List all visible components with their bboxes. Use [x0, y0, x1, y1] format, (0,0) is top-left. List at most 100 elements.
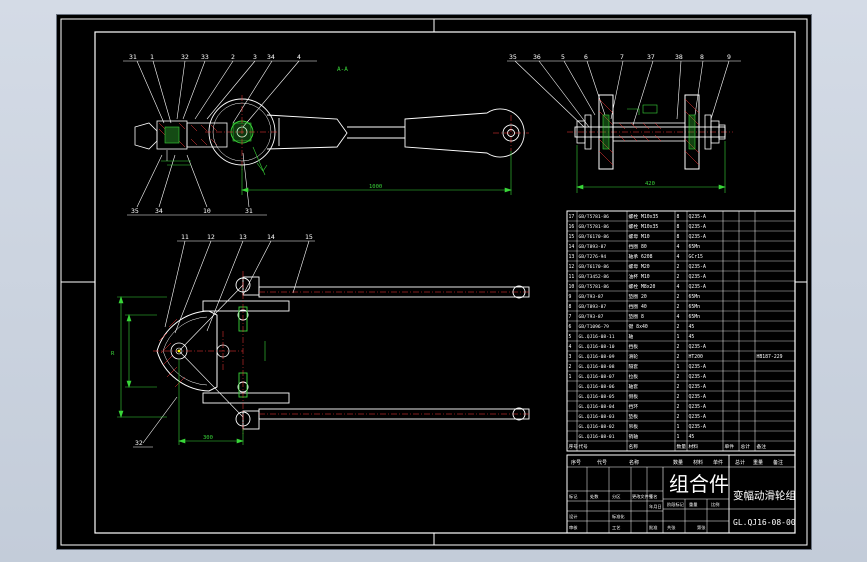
bom-cell: 键 8x40	[629, 323, 648, 330]
bom-cell: 9	[569, 294, 572, 300]
svg-text:重量: 重量	[689, 501, 697, 508]
bom-cell: Q235-A	[689, 394, 706, 400]
bom-cell: GL.QJ16-08-09	[579, 354, 615, 360]
bom-cell: 材料	[689, 443, 699, 450]
svg-text:批准: 批准	[649, 524, 657, 531]
bom-cell: 45	[689, 324, 695, 330]
bom-cell: 12	[569, 264, 575, 270]
bom-cell: 4	[677, 314, 680, 320]
bom-cell: 单件	[725, 443, 735, 450]
bom-cell: 螺栓 M8x20	[629, 283, 656, 290]
bom-cell: 4	[677, 244, 680, 250]
top-view[interactable]: 31 1 32 33 2 3 34 4 35 34 10 31 A-A	[123, 53, 529, 216]
outer-frame	[60, 18, 808, 546]
bom-cell: 垫圈 20	[629, 293, 647, 300]
bom-cell: 轴承 6208	[629, 253, 653, 260]
bom-cell: 13	[569, 254, 575, 260]
bom-cell: 2	[677, 394, 680, 400]
dim-side-span-value: 420	[645, 181, 655, 187]
bom-cell: 1	[677, 434, 680, 440]
front-view-leaders	[133, 240, 315, 448]
bom-cell: 2	[677, 414, 680, 420]
bom-cell: 2	[677, 274, 680, 280]
dim-front-bottom-value: 300	[203, 435, 213, 441]
title-part-name: 变幅动滑轮组	[733, 489, 796, 502]
side-view-balloons: 35 36 5 6 7 37 38 8 9	[509, 53, 731, 61]
balloon-34-lower: 34	[155, 207, 163, 215]
bom-cell: Q235-A	[689, 234, 706, 240]
bom-cell: 螺母 M10	[629, 233, 650, 240]
sector-pulley	[153, 284, 244, 418]
balloon-6: 6	[584, 53, 588, 61]
balloon-14: 14	[267, 233, 275, 241]
bom-cell: Q235-A	[689, 414, 706, 420]
bom-cell: 10	[569, 284, 575, 290]
svg-text:名称: 名称	[629, 459, 639, 466]
bom-cell: 2	[677, 404, 680, 410]
bom-cell: 2	[677, 264, 680, 270]
dim-top-span-value: 1000	[369, 184, 382, 190]
top-view-leaders	[123, 60, 317, 216]
upper-lever-bar	[202, 276, 530, 332]
title-block[interactable]: 序号 代号 名称 数量 材料 单件 总计 重量 备注 标记 处数 分区 更改文件…	[566, 454, 796, 534]
bom-cell: 1	[569, 374, 572, 380]
bom-cell: 名称	[629, 443, 639, 450]
balloon-8: 8	[700, 53, 704, 61]
bom-cell: Q235-A	[689, 214, 706, 220]
bom-cell: GL.QJ16-08-08	[579, 364, 615, 370]
bom-cell: 1	[677, 334, 680, 340]
balloon-12: 12	[207, 233, 215, 241]
bom-cell: 总计	[741, 443, 751, 450]
bom-cell: Q235-A	[689, 344, 706, 350]
bom-cell: GB/T5781-86	[579, 284, 610, 290]
bom-cell: 2	[677, 384, 680, 390]
bom-cell: 螺栓 M10x35	[629, 213, 659, 220]
dim-side-span	[576, 141, 726, 193]
svg-text:年月日: 年月日	[649, 503, 662, 510]
bom-cell: 2	[677, 354, 680, 360]
bom-cell: 4	[569, 344, 572, 350]
bom-cell: 垫板	[629, 413, 639, 420]
dim-front-bottom	[178, 341, 266, 445]
bom-cell: HT200	[689, 354, 704, 360]
bom-cell: 4	[677, 284, 680, 290]
dim-top-span	[241, 151, 512, 195]
balloon-35-lower: 35	[131, 207, 139, 215]
bom-cell: GL.QJ16-08-07	[579, 374, 615, 380]
bom-cell: 隔套	[629, 363, 639, 370]
bom-cell: GB/T93-87	[579, 294, 604, 300]
svg-text:序号: 序号	[571, 459, 581, 466]
svg-text:备注: 备注	[773, 459, 783, 466]
drawing-canvas[interactable]: 31 1 32 33 2 3 34 4 35 34 10 31 A-A	[57, 15, 811, 549]
bom-cell: 油杯 M10	[629, 273, 650, 280]
bom-cell: GL.QJ16-08-06	[579, 384, 615, 390]
title-drawing-number: GL.QJ16-08-00	[733, 518, 796, 527]
balloon-35: 35	[509, 53, 517, 61]
dim-front-vertical	[117, 296, 167, 418]
front-view-balloons: 11 12 13 14 15 32	[135, 233, 313, 447]
bom-cell: 45	[689, 434, 695, 440]
drawing-sheet[interactable]: 31 1 32 33 2 3 34 4 35 34 10 31 A-A	[56, 14, 812, 550]
bom-cell: 轴套	[629, 383, 639, 390]
side-view[interactable]: 35 36 5 6 7 37 38 8 9	[507, 53, 741, 193]
balloon-13: 13	[239, 233, 247, 241]
bom-cell: GB/T276-94	[579, 254, 607, 260]
bom-cell: GB/T5781-86	[579, 224, 610, 230]
front-view[interactable]: 11 12 13 14 15 32	[111, 233, 530, 448]
bom-cell: GB/T893-87	[579, 304, 607, 310]
bom-cell: 2	[677, 344, 680, 350]
lower-lever-bar	[202, 372, 530, 430]
clevis-assembly	[134, 120, 228, 166]
balloon-32-front: 32	[135, 439, 143, 447]
bom-cell: 16	[569, 224, 575, 230]
bom-cell: 2	[677, 294, 680, 300]
svg-text:审核: 审核	[569, 524, 578, 531]
bom-cell: 1	[677, 364, 680, 370]
bom-cell: GB/T6170-86	[579, 264, 610, 270]
balloon-4: 4	[297, 53, 301, 61]
title-assembly-label: 组合件	[669, 472, 729, 496]
svg-text:重量: 重量	[753, 459, 763, 466]
balloon-5: 5	[561, 53, 565, 61]
bom-cell: 挡板	[629, 343, 639, 350]
